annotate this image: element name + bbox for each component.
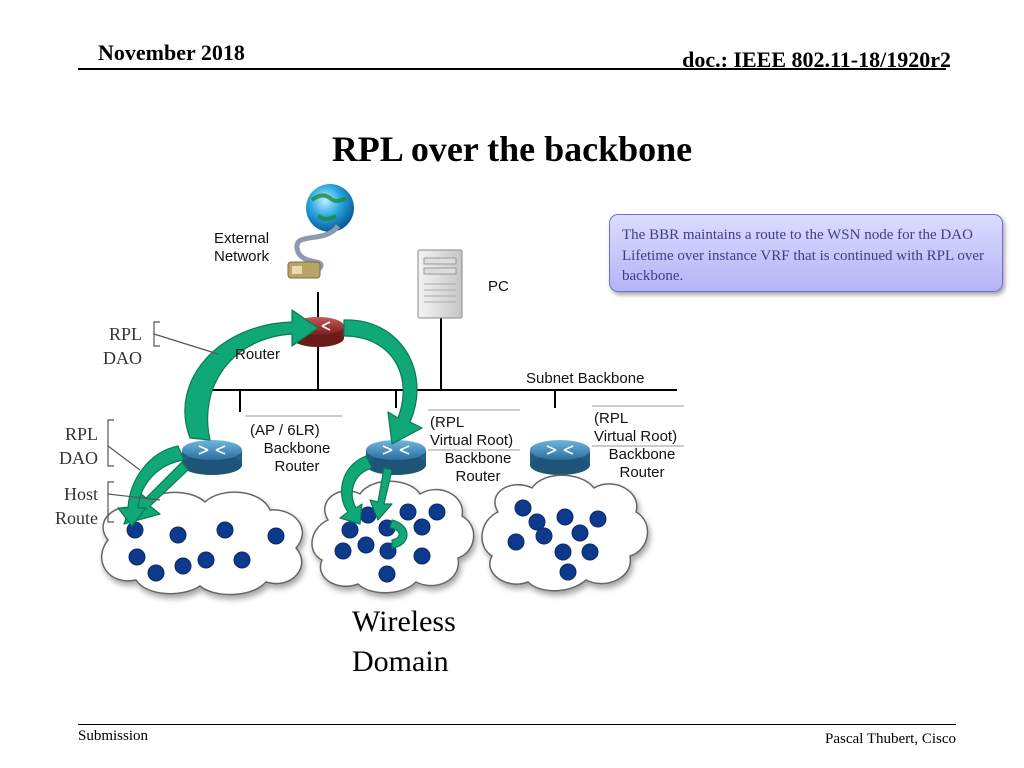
header-doc-id: doc.: IEEE 802.11-18/1920r2: [682, 47, 951, 72]
wsn-node: [216, 521, 234, 539]
pc-label: PC: [488, 278, 509, 295]
wsn-node: [413, 518, 431, 536]
router-label: Router: [235, 346, 281, 363]
bbr-mid-label: (RPL Virtual Root) Backbone Router: [430, 414, 514, 485]
subnet-backbone-label: Subnet Backbone: [526, 370, 645, 387]
external-network-label: External Network: [214, 230, 270, 265]
bbr-callout: The BBR maintains a route to the WSN nod…: [609, 214, 1003, 292]
wsn-node: [399, 503, 417, 521]
wsn-node: [128, 548, 146, 566]
globe-icon: [287, 184, 354, 279]
host-route-label: Host Route: [55, 484, 98, 528]
bbr-right-label: (RPL Virtual Root) Backbone Router: [594, 410, 678, 481]
wsn-node: [514, 499, 532, 517]
wireless-domain-label: Wireless Domain: [352, 605, 456, 678]
footer-rule: [78, 724, 956, 725]
backbone-router-left-icon: [182, 440, 242, 475]
wsn-node: [126, 521, 144, 539]
wsn-node: [413, 547, 431, 565]
wsn-node: [554, 543, 572, 561]
wsn-node: [174, 557, 192, 575]
backbone-router-mid-icon: [366, 440, 426, 475]
wsn-node: [559, 563, 577, 581]
header-rule: [78, 68, 946, 70]
wsn-node: [581, 543, 599, 561]
wsn-node: [571, 524, 589, 542]
rpl-arrow-mid-dao: [339, 455, 373, 525]
rpl-dao-top-label: RPL DAO: [103, 324, 142, 368]
wsn-node: [233, 551, 251, 569]
wsn-node: [267, 527, 285, 545]
wsn-node: [357, 536, 375, 554]
wsn-node: [169, 526, 187, 544]
wsn-node: [197, 551, 215, 569]
slide-title: RPL over the backbone: [331, 129, 693, 169]
wsn-node: [589, 510, 607, 528]
backbone-router-right-icon: [530, 440, 590, 475]
wsn-node: [334, 542, 352, 560]
rpl-arrow-mid-curl: [389, 519, 408, 549]
footer-submission: Submission: [78, 728, 149, 744]
pc-icon: [417, 249, 463, 319]
wsn-node: [378, 565, 396, 583]
wsn-node: [528, 513, 546, 531]
rpl-dao-mid-label: RPL DAO: [59, 424, 98, 468]
bbr-left-label: (AP / 6LR) Backbone Router: [250, 422, 331, 475]
wsn-node: [507, 533, 525, 551]
rpl-arrow-mid-host: [369, 467, 393, 521]
rpl-arrow-left-dao: [117, 445, 185, 527]
wsn-node: [428, 503, 446, 521]
wsn-node: [147, 564, 165, 582]
header-date: November 2018: [98, 40, 245, 65]
rpl-arrow-left-up: [184, 309, 319, 441]
rpl-arrow-mid-down: [343, 319, 423, 445]
wsn-node: [535, 527, 553, 545]
wsn-node: [556, 508, 574, 526]
footer-author: Pascal Thubert, Cisco: [825, 731, 956, 747]
wsn-node: [341, 521, 359, 539]
